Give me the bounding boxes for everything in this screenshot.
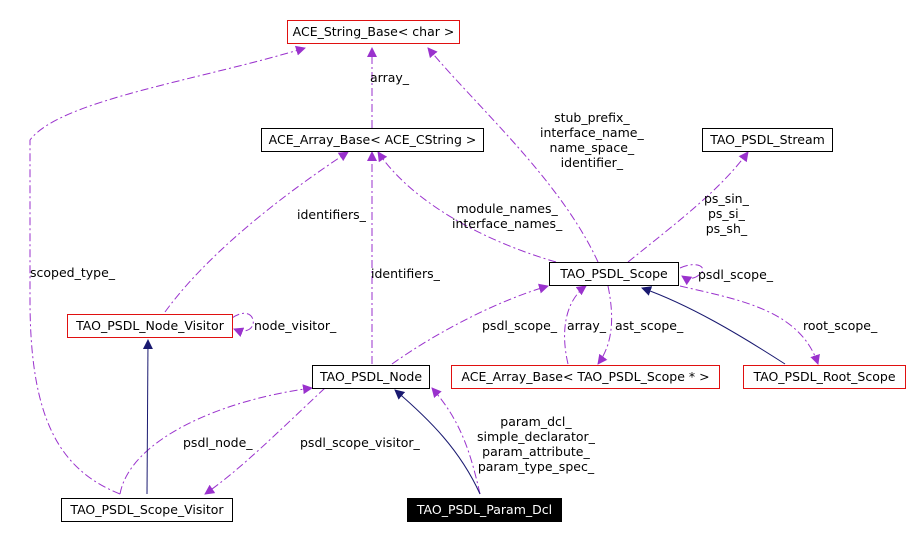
label-psdl-scope-node: psdl_scope_ (482, 318, 558, 333)
label-ps: ps_sin_ ps_si_ ps_sh_ (704, 191, 749, 236)
inherit-root-scope (641, 286, 786, 365)
node-tao-psdl-scope[interactable]: TAO_PSDL_Scope (549, 262, 679, 286)
label-scoped-type: scoped_type_ (30, 265, 116, 280)
node-ace-array-base-scope[interactable]: ACE_Array_Base< TAO_PSDL_Scope * > (451, 365, 720, 389)
edge-psdl-scope-self (679, 264, 704, 286)
node-tao-psdl-scope-visitor[interactable]: TAO_PSDL_Scope_Visitor (61, 498, 233, 522)
inherit-scope-visitor (142, 339, 153, 495)
label-ast-scope: ast_scope_ (615, 318, 684, 333)
node-tao-psdl-stream[interactable]: TAO_PSDL_Stream (702, 128, 833, 152)
edge-module-names (377, 151, 557, 263)
edge-node-visitor (231, 312, 254, 337)
node-tao-psdl-node-visitor[interactable]: TAO_PSDL_Node_Visitor (67, 314, 233, 338)
node-ace-array-base-cstring[interactable]: ACE_Array_Base< ACE_CString > (261, 128, 484, 152)
edge-ps (627, 151, 749, 263)
edge-stub-prefix (427, 47, 599, 263)
label-root-scope: root_scope_ (803, 318, 878, 333)
label-psdl-scope-visitor: psdl_scope_visitor_ (300, 435, 420, 450)
label-array: array_ (370, 70, 410, 85)
edge-psdl-node (119, 384, 313, 495)
edge-psdl-scope-visitor (204, 387, 326, 495)
label-node-visitor: node_visitor_ (254, 318, 337, 333)
edge-psdl-scope-node (391, 283, 549, 365)
node-tao-psdl-node[interactable]: TAO_PSDL_Node (312, 365, 430, 389)
label-module-names: module_names_ interface_names_ (452, 201, 563, 231)
edge-params (431, 387, 481, 495)
node-tao-psdl-param-dcl: TAO_PSDL_Param_Dcl (407, 498, 562, 522)
inherit-param-dcl (394, 389, 481, 495)
edge-ast-scope (597, 285, 613, 365)
edge-scoped-type (29, 45, 306, 495)
label-identifiers-left: identifiers_ (297, 207, 366, 222)
label-params: param_dcl_ simple_declarator_ param_attr… (477, 414, 595, 474)
node-ace-string-base[interactable]: ACE_String_Base< char > (287, 20, 460, 44)
label-psdl-scope-self: psdl_scope_ (698, 267, 774, 282)
label-identifiers-mid: identifiers_ (371, 266, 440, 281)
edge-root-scope (679, 285, 820, 365)
label-array-scope: array_ (567, 318, 607, 333)
edge-identifiers-left (164, 151, 349, 313)
label-psdl-node: psdl_node_ (183, 435, 253, 450)
node-tao-psdl-root-scope[interactable]: TAO_PSDL_Root_Scope (743, 365, 906, 389)
label-stub-prefix: stub_prefix_ interface_name_ name_space_… (540, 110, 644, 170)
